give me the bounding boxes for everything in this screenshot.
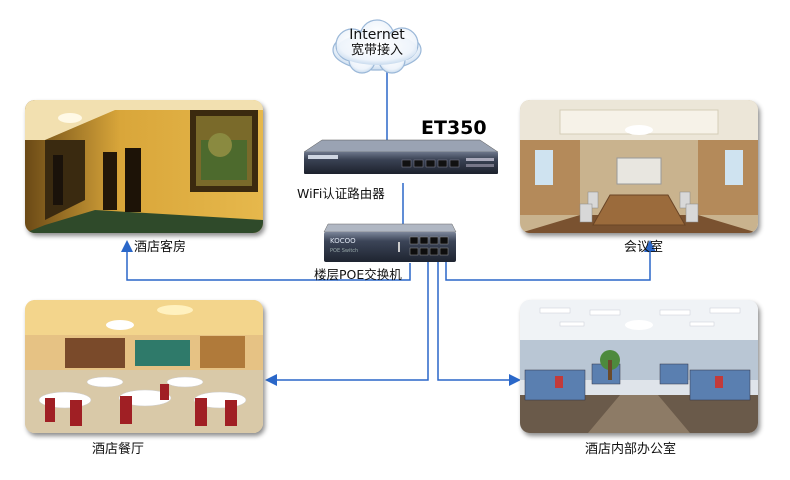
meeting-room-photo	[520, 100, 758, 233]
link-switch-meeting-room	[445, 240, 656, 281]
svg-text:KOCOO: KOCOO	[330, 237, 356, 245]
restaurant-caption: 酒店餐厅	[92, 442, 145, 457]
office-caption: 酒店内部办公室	[585, 442, 677, 457]
link-switch-restaurant	[265, 262, 429, 386]
office-photo	[520, 300, 758, 433]
cloud-title: Internet	[349, 27, 405, 43]
router-label: WiFi认证路由器	[297, 186, 385, 201]
meeting-room-caption: 会议室	[624, 240, 664, 255]
restaurant-photo	[25, 300, 263, 433]
switch-label: 楼层POE交换机	[314, 267, 402, 282]
link-switch-office	[437, 262, 521, 386]
router-model: ET350	[421, 117, 487, 139]
svg-text:POE Switch: POE Switch	[330, 248, 358, 254]
guest-room-caption: 酒店客房	[134, 240, 187, 255]
internet-cloud: Internet 宽带接入	[322, 18, 432, 78]
cloud-subtitle: 宽带接入	[350, 43, 403, 58]
guest-room-photo	[25, 100, 263, 233]
poe-switch-device: KOCOO POE Switch	[322, 222, 458, 266]
cloud-icon	[332, 19, 422, 74]
router-device	[302, 138, 500, 184]
link-switch-guest-room	[121, 240, 411, 281]
